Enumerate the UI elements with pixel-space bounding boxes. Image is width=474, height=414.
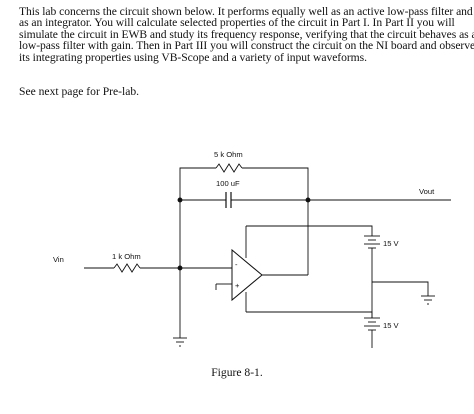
intro-line: This lab concerns the circuit shown belo… <box>19 5 473 18</box>
intro-line: its integrating properties using VB-Scop… <box>19 50 367 64</box>
ground-symbol <box>173 330 187 347</box>
input-label: Vin <box>53 255 64 264</box>
feedback-resistor-label: 5 k Ohm <box>214 150 243 159</box>
feedback-wire-top <box>179 167 216 186</box>
battery-negative-symbol <box>364 317 380 331</box>
output-label: Vout <box>419 187 435 196</box>
battery-positive-symbol <box>364 235 380 249</box>
supply-positive-label: 15 V <box>383 239 400 248</box>
figure-caption: Figure 8-1. <box>211 366 263 379</box>
vminus-wire <box>246 311 373 318</box>
opamp-minus-label: - <box>235 260 238 269</box>
ground-symbol <box>421 295 435 305</box>
opamp-plus-label: + <box>235 281 240 290</box>
feedback-capacitor-label: 100 uF <box>216 179 240 188</box>
intro-line: low-pass filter with gain. Then in Part … <box>19 39 474 53</box>
feedback-resistor-symbol <box>215 163 243 173</box>
intro-line: simulate the circuit in EWB and study it… <box>19 27 474 41</box>
input-resistor-symbol <box>113 263 141 273</box>
prelab-note: See next page for Pre-lab. <box>19 85 140 98</box>
input-resistor-label: 1 k Ohm <box>112 252 141 261</box>
intro-line: as an integrator. You will calculate sel… <box>19 16 455 30</box>
supply-negative-label: 15 V <box>383 321 400 330</box>
supply-ground-wire <box>372 281 429 296</box>
opamp-symbol <box>231 248 263 302</box>
feedback-wire-top-right <box>242 167 309 200</box>
intro-paragraph: This lab concerns the circuit shown belo… <box>19 5 474 64</box>
vplus-wire <box>246 225 373 236</box>
